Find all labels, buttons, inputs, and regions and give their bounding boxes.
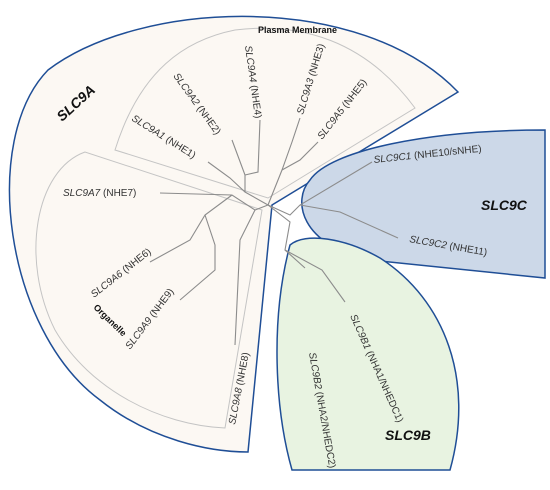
tree-branches [149,117,399,346]
slc9a-clade-region [8,15,460,453]
gene-label-slc9a7: SLC9A7 (NHE7) [63,188,136,199]
slc9b-clade-label: SLC9B [385,427,431,443]
gene-label-slc9a4: SLC9A4 (NHE4) [242,45,263,119]
slc9b-clade-region [276,237,460,471]
plasma-membrane-label: Plasma Membrane [258,25,337,35]
slc9c-clade-label: SLC9C [481,197,528,213]
organelle-subgroup-outline [35,151,263,429]
plasma-membrane-subgroup-outline [114,27,416,199]
